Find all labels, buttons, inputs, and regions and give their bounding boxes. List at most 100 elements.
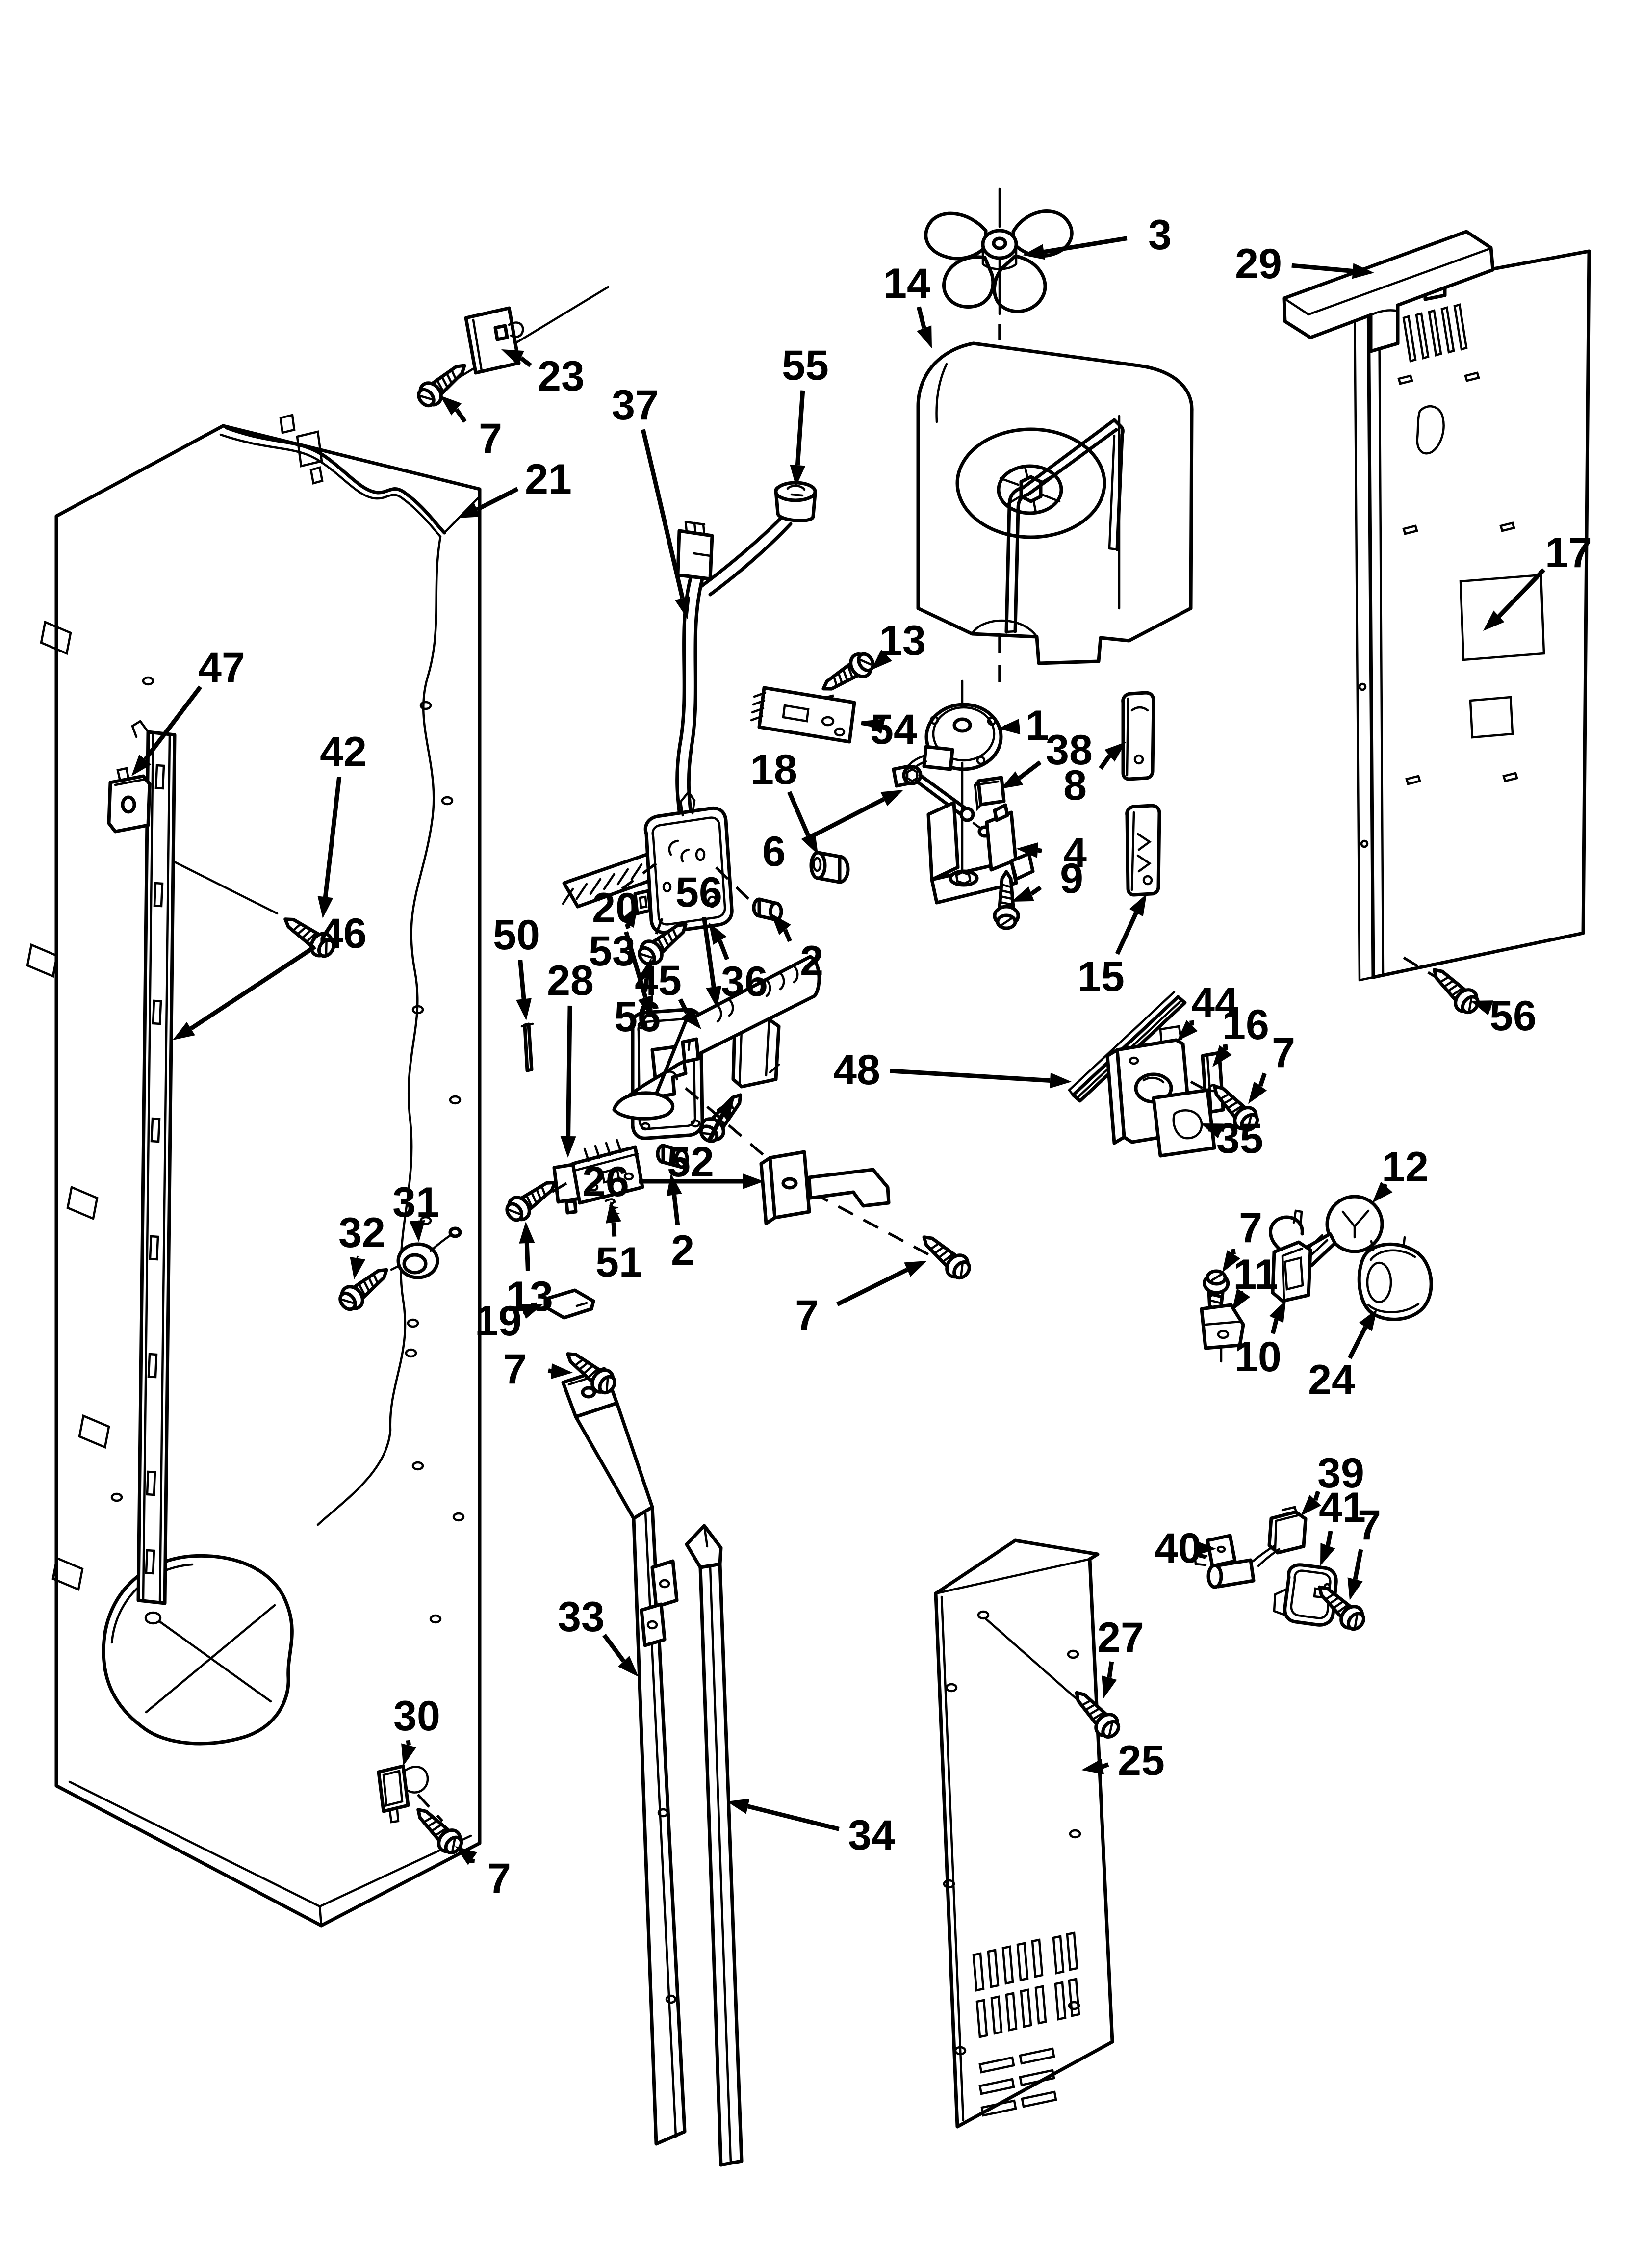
callout-label-36: 36 <box>721 958 768 1005</box>
callout-label-1: 1 <box>1026 702 1049 749</box>
screw-13a <box>817 649 877 699</box>
callout-label-2: 2 <box>800 938 823 985</box>
part-2a-pin <box>752 897 783 922</box>
part-35-gasket <box>1152 1088 1216 1158</box>
callout-label-12: 12 <box>1382 1144 1429 1191</box>
part-31-grommet <box>390 1226 462 1279</box>
part-11-clip <box>1200 1293 1245 1363</box>
callout-12-46: 12 <box>1372 1144 1429 1203</box>
screw-13b <box>502 1173 562 1225</box>
part-25-vented-panel <box>934 1538 1114 2129</box>
callout-label-39: 39 <box>1317 1450 1364 1497</box>
callout-56-33: 56 <box>1470 992 1537 1040</box>
callout-label-16: 16 <box>1222 1001 1269 1048</box>
callout-40-60: 40 <box>1155 1525 1216 1572</box>
callout-50-17: 50 <box>493 912 540 1020</box>
callout-label-6: 6 <box>762 828 786 875</box>
callout-label-21: 21 <box>525 456 572 503</box>
callout-label-7: 7 <box>795 1292 819 1339</box>
part-26-bracket <box>685 1087 930 1256</box>
screw-7a <box>414 357 472 411</box>
part-54-board <box>750 686 856 744</box>
part-8-strip <box>1121 691 1155 781</box>
callout-label-7: 7 <box>1239 1204 1262 1251</box>
callout-label-26: 26 <box>582 1158 629 1205</box>
callout-53-22: 53 <box>589 905 638 975</box>
callout-55-6: 55 <box>782 342 829 487</box>
callout-label-7: 7 <box>479 415 502 462</box>
callout-28-20: 28 <box>547 957 594 1158</box>
callout-label-7: 7 <box>487 1855 511 1902</box>
callout-label-48: 48 <box>833 1046 880 1094</box>
callout-15-29: 15 <box>1078 894 1147 1000</box>
callout-10-49: 10 <box>1234 1300 1286 1381</box>
callout-6-26: 6 <box>762 790 903 875</box>
callout-32-45: 32 <box>338 1209 385 1279</box>
callout-35-40: 35 <box>1201 1115 1263 1162</box>
callout-label-25: 25 <box>1118 1737 1165 1784</box>
callout-56-25: 56 <box>614 958 661 1041</box>
callout-label-35: 35 <box>1216 1115 1263 1162</box>
callout-label-24: 24 <box>1308 1356 1355 1404</box>
part-39-sensor <box>1206 1506 1308 1589</box>
callout-46-21: 46 <box>173 910 367 1040</box>
callout-56-19: 56 <box>675 869 722 1008</box>
part-2b-pin <box>656 1144 689 1169</box>
callout-label-33: 33 <box>558 1593 605 1641</box>
callout-7-61: 7 <box>1347 1502 1381 1600</box>
cabinet-liner <box>26 414 482 1928</box>
callout-26-41: 26 <box>582 1158 764 1205</box>
callout-label-30: 30 <box>393 1693 440 1740</box>
leader-42 <box>174 861 279 915</box>
callout-label-13: 13 <box>879 617 926 664</box>
callout-label-11: 11 <box>1233 1251 1278 1298</box>
callout-45-34: 45 <box>635 957 701 1029</box>
callout-41-59: 41 <box>1319 1484 1366 1566</box>
callout-52-35: 52 <box>667 1096 735 1186</box>
callout-label-38: 38 <box>1046 727 1093 774</box>
part-51-board <box>538 1139 644 1205</box>
callout-label-29: 29 <box>1235 240 1282 287</box>
part-19-sticker <box>543 1288 595 1320</box>
part-15-strip <box>1125 804 1161 897</box>
callout-9-28: 9 <box>1011 855 1083 902</box>
part-1-fan-motor <box>892 679 1003 880</box>
cabinet-holes <box>110 676 465 1624</box>
callout-38-13: 38 <box>1001 727 1093 789</box>
callout-4-27: 4 <box>1016 830 1087 877</box>
callout-19-43: 19 <box>475 1298 543 1345</box>
callout-25-56: 25 <box>1081 1737 1165 1784</box>
part-52-cover <box>731 1017 781 1089</box>
callout-label-31: 31 <box>392 1179 439 1226</box>
part-33-bracket <box>561 1367 687 2146</box>
callout-11-48: 11 <box>1232 1251 1278 1311</box>
callout-36-23: 36 <box>709 922 768 1005</box>
callout-label-27: 27 <box>1097 1614 1144 1661</box>
callout-44-30: 44 <box>1177 979 1238 1041</box>
part-6-link <box>902 765 992 838</box>
callout-17-8: 17 <box>1483 529 1592 631</box>
callout-7-42: 7 <box>795 1261 927 1339</box>
callout-label-56: 56 <box>1489 992 1537 1040</box>
callout-label-15: 15 <box>1078 953 1125 1000</box>
callout-3-0: 3 <box>1023 211 1172 260</box>
callout-label-45: 45 <box>635 957 682 1004</box>
callout-label-2: 2 <box>671 1227 694 1274</box>
callout-29-1: 29 <box>1235 240 1374 287</box>
callout-label-56: 56 <box>675 869 722 916</box>
callout-16-31: 16 <box>1212 1001 1269 1067</box>
screw-56c <box>1426 962 1483 1017</box>
callout-label-50: 50 <box>493 912 540 959</box>
part-24-lens-cover <box>1357 1236 1433 1321</box>
callout-label-3: 3 <box>1148 211 1172 259</box>
callout-label-7: 7 <box>1272 1029 1295 1076</box>
callout-label-23: 23 <box>538 353 585 400</box>
callout-21-5: 21 <box>457 456 572 518</box>
callout-2-24: 2 <box>771 913 823 985</box>
callout-27-57: 27 <box>1097 1614 1144 1698</box>
part-4-motor-bracket <box>926 801 1035 905</box>
cabinet-bottom-opening <box>102 1554 294 1746</box>
callout-47-15: 47 <box>131 644 245 776</box>
callout-label-41: 41 <box>1319 1484 1366 1531</box>
callout-label-42: 42 <box>320 729 367 776</box>
